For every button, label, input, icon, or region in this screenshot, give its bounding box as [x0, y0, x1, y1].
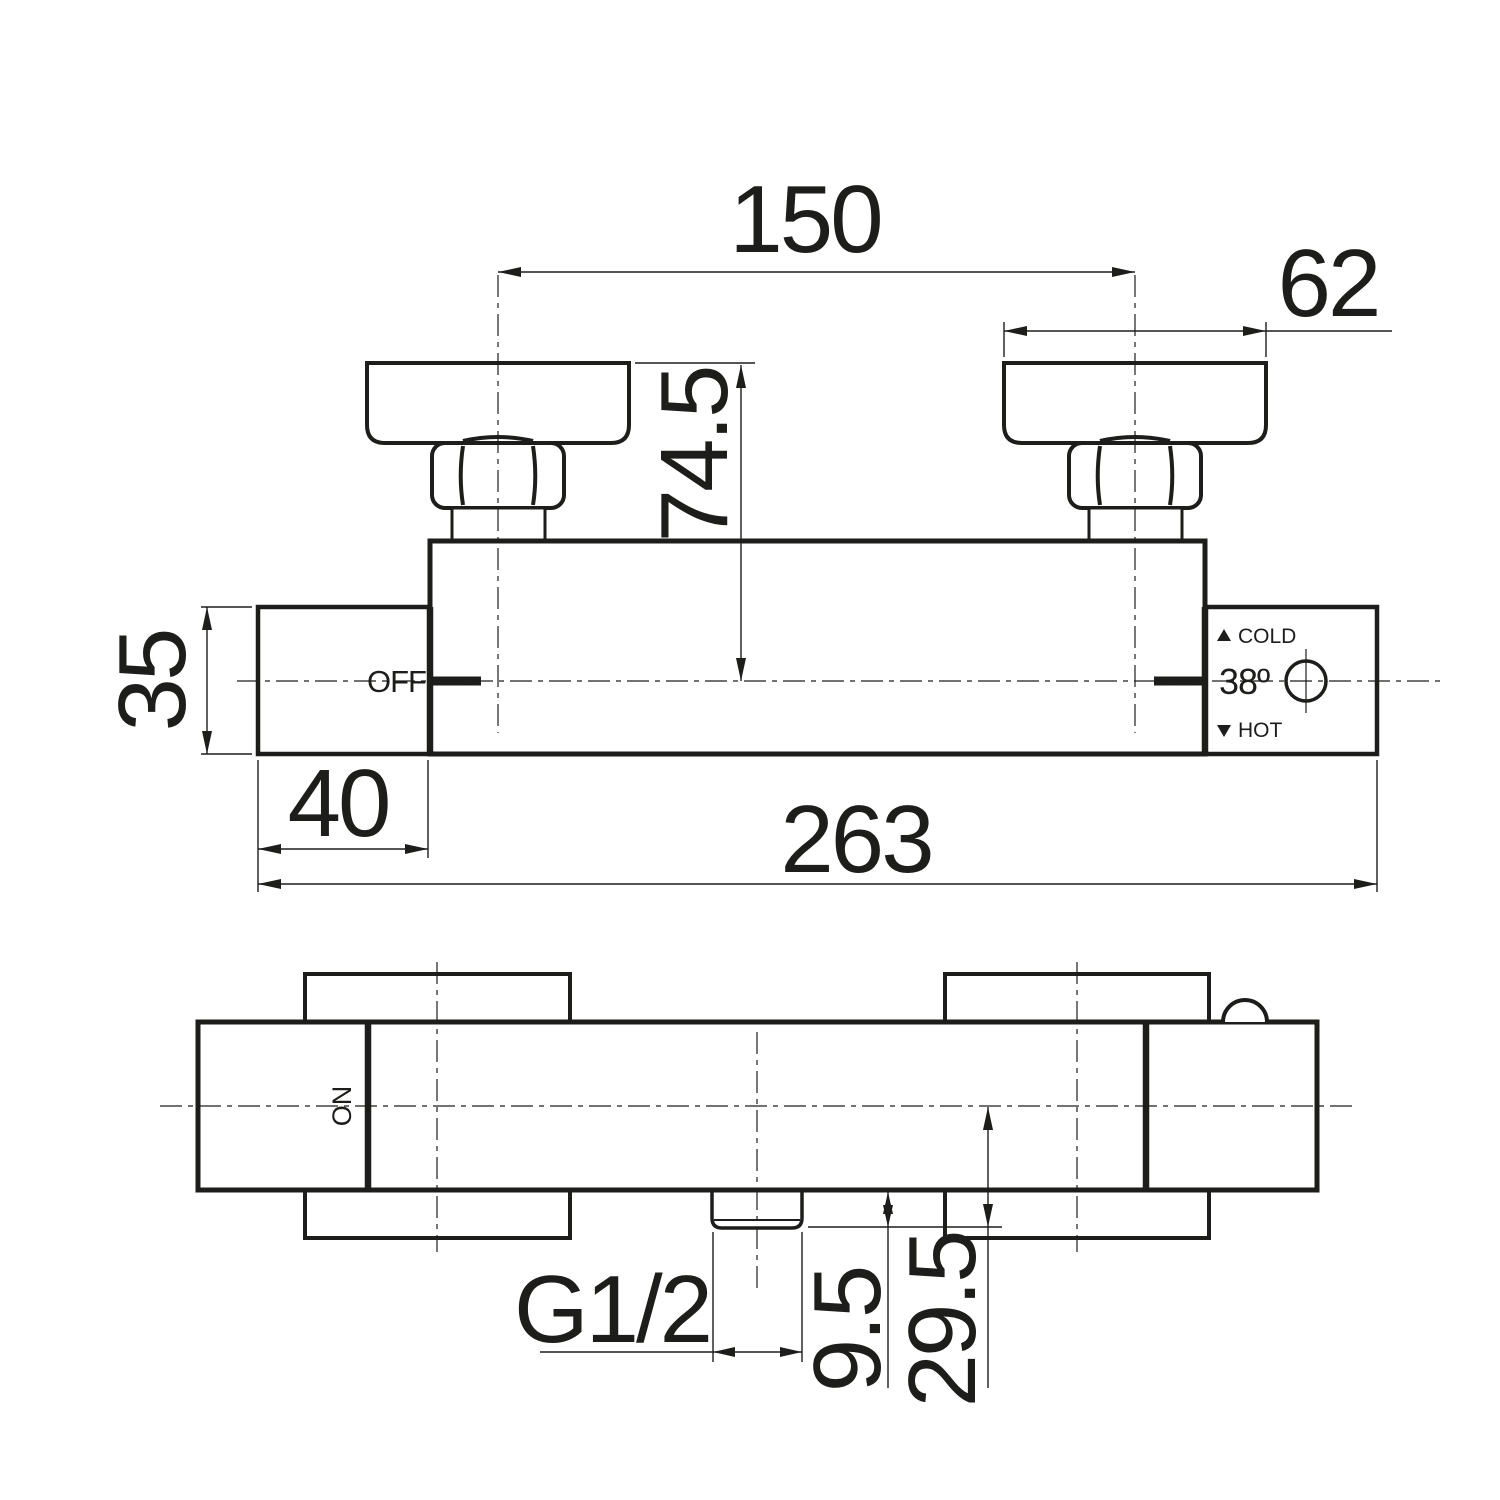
hot-arrow-icon	[1217, 725, 1231, 737]
dim-74-arrow-top	[736, 365, 746, 388]
dim-g12-arrow-right	[780, 1347, 802, 1357]
dim-263-arrow-left	[258, 879, 281, 889]
dim-35-value: 35	[99, 631, 206, 732]
cold-arrow-icon	[1217, 629, 1231, 641]
dim-62-arrow-left	[1004, 326, 1027, 336]
dim-150-arrow-right	[1112, 267, 1135, 277]
dim-95-value: 9.5	[794, 1268, 901, 1392]
dim-40-arrow-right	[405, 844, 428, 854]
hot-label: HOT	[1238, 719, 1283, 742]
top-view-dimension-values: G1/2 9.5 29.5	[514, 1233, 996, 1408]
dim-150-value: 150	[729, 166, 880, 273]
plan-temp-button	[1221, 998, 1269, 1023]
front-view-centerlines	[237, 275, 1443, 733]
dim-74-arrow-bottom	[736, 658, 746, 681]
dim-62-value: 62	[1278, 230, 1379, 337]
dim-g12-arrow-left	[713, 1347, 735, 1357]
dim-150-arrow-left	[498, 267, 521, 277]
dim-35-arrow-top	[202, 607, 212, 630]
top-view-dimensions	[540, 1107, 1002, 1388]
dim-62-arrow-right	[1243, 326, 1266, 336]
dim-263-arrow-right	[1354, 879, 1377, 889]
front-view	[255, 361, 1380, 757]
front-view-dimensions	[201, 267, 1392, 892]
dim-g12-value: G1/2	[514, 1256, 710, 1363]
dim-35-arrow-bottom	[202, 731, 212, 754]
cold-label: COLD	[1238, 625, 1296, 648]
mixer-body	[427, 538, 1208, 757]
dim-40-value: 40	[288, 750, 389, 857]
dim-295-value: 29.5	[889, 1233, 996, 1408]
top-view-centerlines	[160, 962, 1358, 1288]
dim-295-arrow-top	[983, 1107, 993, 1130]
dim-295-arrow-bottom	[983, 1204, 993, 1227]
dim-40-arrow-left	[258, 844, 281, 854]
front-view-dimension-values: 150 62 74.5 35 40 263	[99, 166, 1381, 893]
dim-95-arrow-bottom	[883, 1205, 893, 1227]
dim-74-value: 74.5	[641, 368, 748, 543]
dim-263-value: 263	[780, 786, 931, 893]
